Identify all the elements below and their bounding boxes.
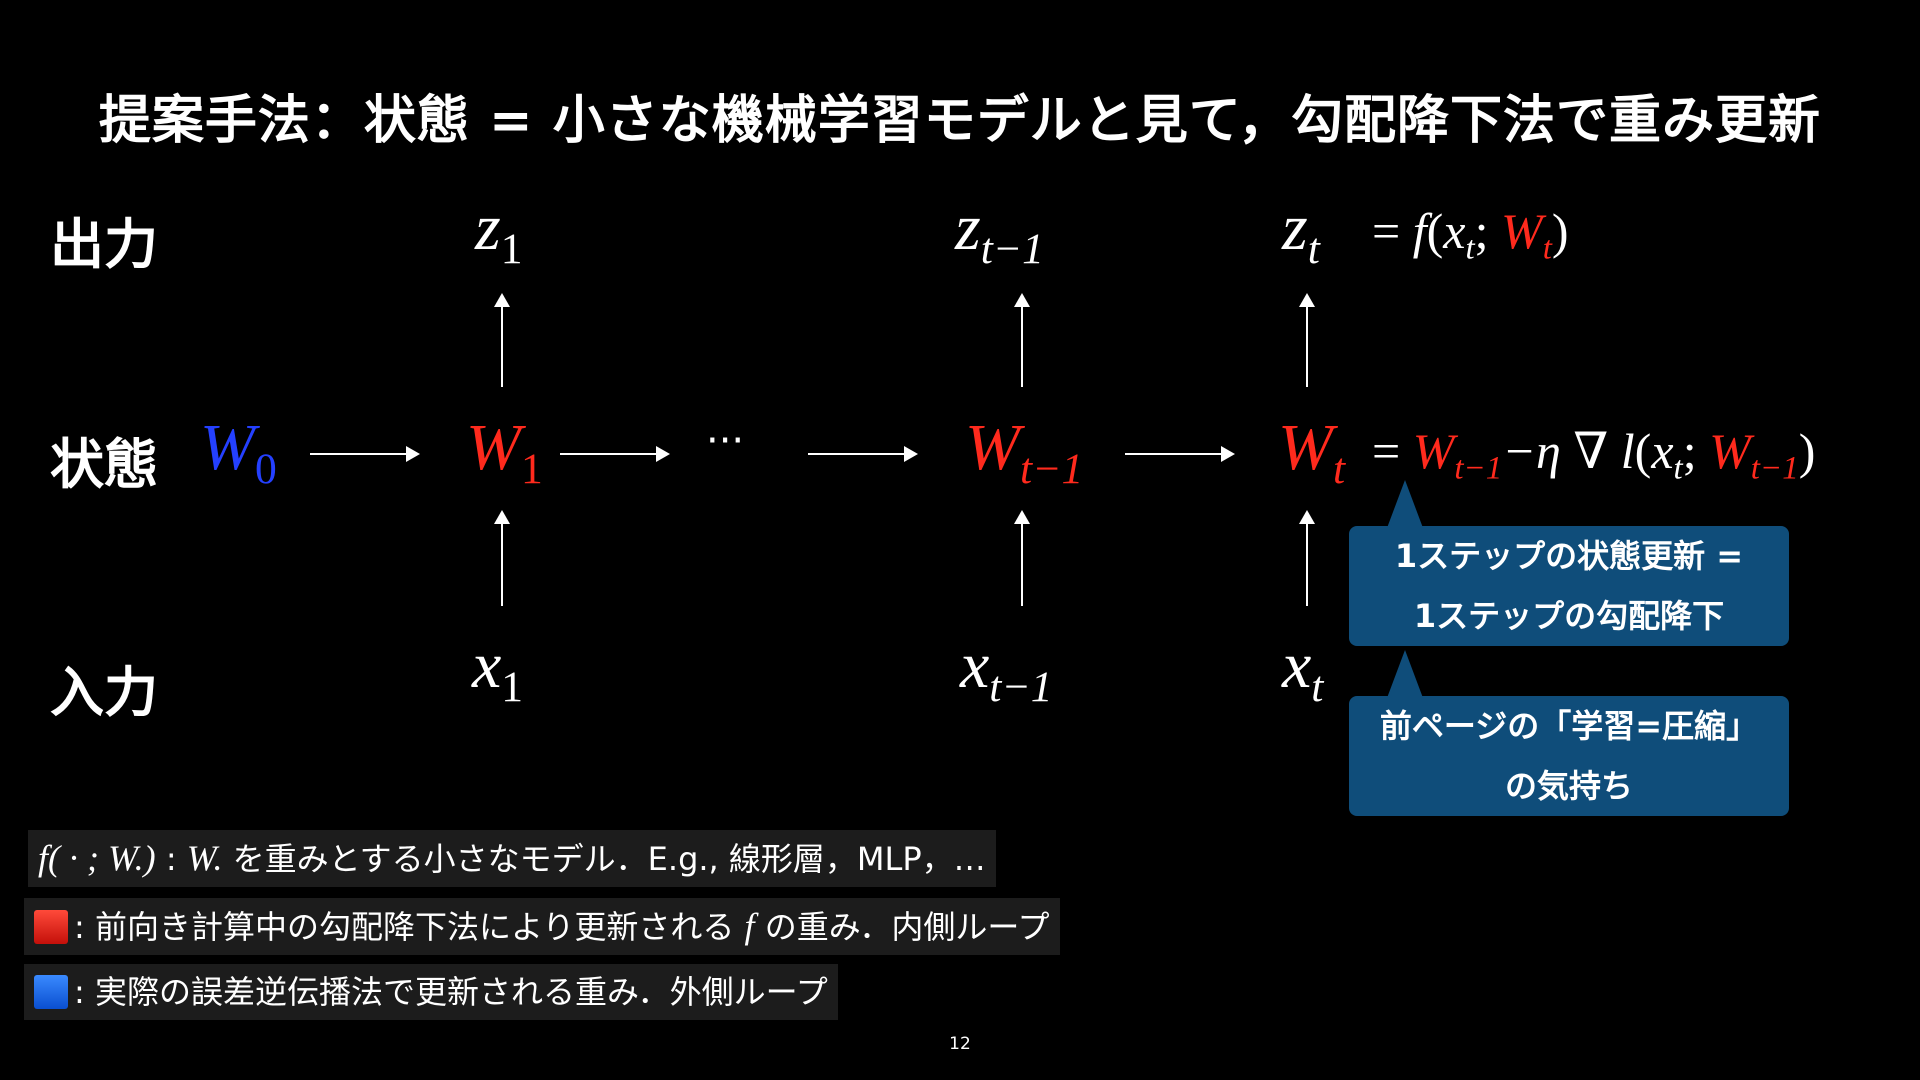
red-square-icon [34,910,68,944]
legend-model-definition: f( · ; W.) : W. を重みとする小さなモデル．E.g., 線形層，M… [28,830,996,887]
output-z-t: zt [1282,191,1320,273]
output-equation: = f(xt; Wt) [1372,203,1569,267]
row-label-state: 状態 [50,433,158,496]
row-label-input: 入力 [50,661,158,724]
state-W-t-minus-1: Wt−1 [965,411,1084,493]
arrow-xt1-to-wt1 [1014,510,1030,606]
arrow-xt-to-wt [1299,510,1315,606]
arrow-x1-to-w1 [494,510,510,606]
state-W0: W0 [200,411,277,493]
arrow-w0-to-w1 [310,446,420,462]
callout-state-update: 1ステップの状態更新 = 1ステップの勾配降下 [1349,480,1789,646]
callout-learning-compression: 前ページの「学習=圧縮」 の気持ち [1349,650,1789,816]
arrow-wt-to-zt [1299,293,1315,387]
row-label-output: 出力 [50,213,158,276]
input-x-t-minus-1: xt−1 [960,629,1053,711]
input-x-t: xt [1282,629,1324,711]
callout-state-update-line2: 1ステップの勾配降下 [1413,597,1725,635]
state-W1: W1 [466,411,543,493]
arrow-wt1-to-zt1 [1014,293,1030,387]
arrow-w1-to-z1 [494,293,510,387]
arrow-w1-to-ellipsis [560,446,670,462]
arrow-wt1-to-wt [1125,446,1235,462]
state-update-equation: = Wt−1−η ∇ l(xt; Wt−1) [1372,423,1816,487]
callout-state-update-line1: 1ステップの状態更新 = [1394,537,1744,575]
callout-learning-line1: 前ページの「学習=圧縮」 [1379,707,1759,745]
legend-inner-loop: : 前向き計算中の勾配降下法により更新される f の重み．内側ループ [24,898,1060,955]
state-W-t: Wt [1278,411,1346,493]
legend-outer-loop: : 実際の誤差逆伝播法で更新される重み．外側ループ [24,964,838,1020]
slide-title: 提案手法：状態 = 小さな機械学習モデルと見て，勾配降下法で重み更新 [98,91,1822,151]
output-z1: z1 [475,191,523,273]
arrow-ellipsis-to-wt1 [808,446,918,462]
state-ellipsis: ··· [706,418,745,464]
page-number: 12 [949,1034,971,1054]
input-x1: x1 [472,629,524,711]
callout-learning-line2: の気持ち [1504,767,1633,805]
blue-square-icon [34,975,68,1009]
output-z-t-minus-1: zt−1 [955,191,1044,273]
